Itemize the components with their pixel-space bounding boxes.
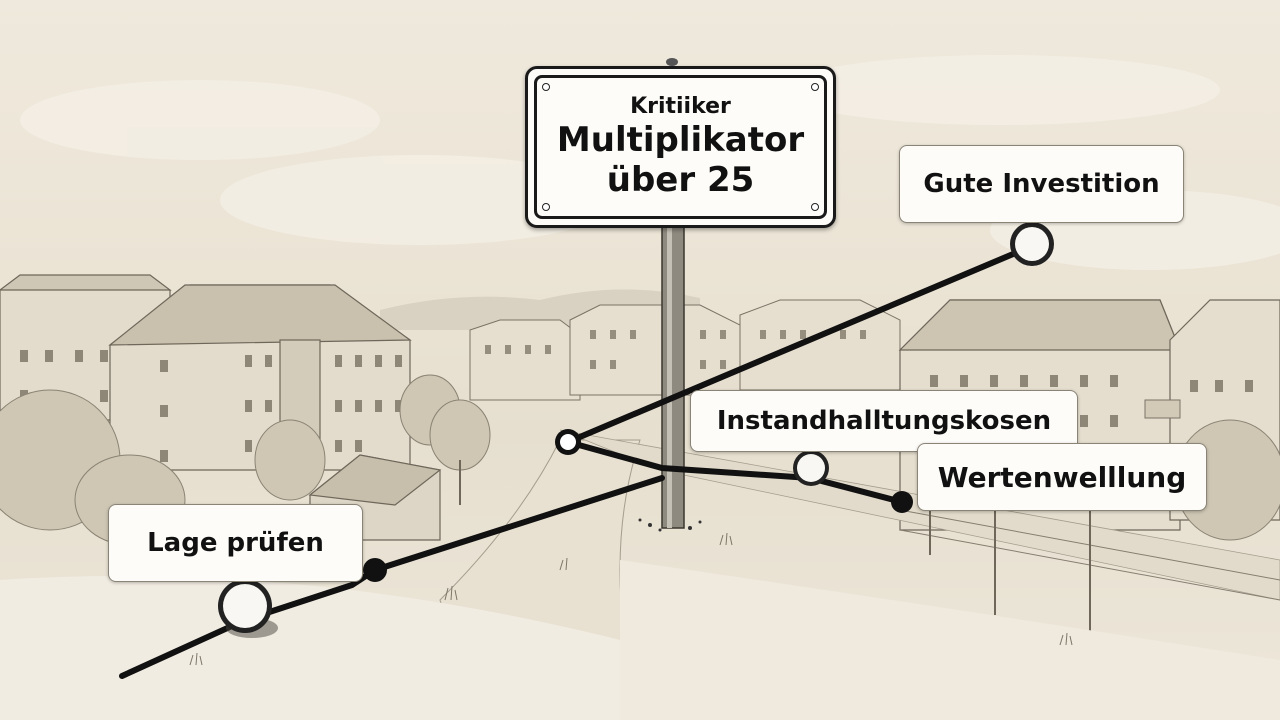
connector-line-werte <box>565 439 905 505</box>
node-wertentwicklung[interactable] <box>891 491 913 513</box>
label-gute-investition[interactable]: Gute Investition <box>899 145 1184 223</box>
screw-icon <box>542 83 550 91</box>
screw-icon <box>542 203 550 211</box>
multiplier-sign: Kritiiker Multiplikator über 25 <box>525 66 836 228</box>
connector-line-investition <box>565 243 1035 445</box>
node-instandhaltung[interactable] <box>793 450 829 486</box>
node-gute-investition[interactable] <box>1010 222 1054 266</box>
screw-icon <box>811 203 819 211</box>
node-hub[interactable] <box>555 429 581 455</box>
label-wertentwicklung[interactable]: Wertenwelllung <box>917 443 1207 511</box>
sign-line-3: über 25 <box>606 160 755 200</box>
label-instandhaltungskosten[interactable]: Instandhalltungskosen <box>690 390 1078 452</box>
node-lage-junction[interactable] <box>363 558 387 582</box>
sign-line-1: Kritiiker <box>630 94 731 119</box>
sign-text-panel: Kritiiker Multiplikator über 25 <box>534 75 827 219</box>
connector-line-lage <box>119 475 665 679</box>
label-lage-pruefen[interactable]: Lage prüfen <box>108 504 363 582</box>
screw-icon <box>811 83 819 91</box>
node-lage-pruefen[interactable] <box>218 579 278 638</box>
sign-line-2: Multiplikator <box>556 120 805 160</box>
